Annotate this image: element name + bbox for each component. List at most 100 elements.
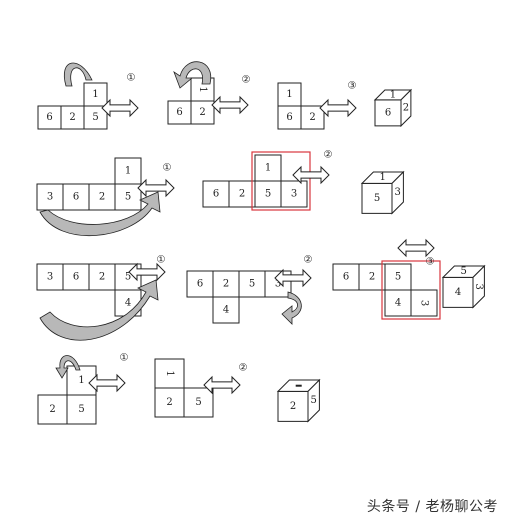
- row3-fold-swoosh: [39, 279, 159, 341]
- row1-arrow-1: [101, 98, 139, 118]
- row2-net-2-label-2: 2: [239, 189, 245, 200]
- row1-net-3: 1 6 2: [277, 82, 325, 130]
- row2-cube-side: [391, 170, 404, 215]
- row1-net-1-label-6: 6: [46, 112, 52, 123]
- row3-net-2-label-2: 2: [223, 279, 229, 290]
- row1-net-2-label-6: 6: [176, 107, 182, 118]
- row3-net-3-label-5: 5: [395, 272, 401, 283]
- row2-cube-side-label: 3: [395, 187, 401, 198]
- row2-cube-top-label: 1: [380, 172, 386, 183]
- row1-net-2-label-1: 1: [197, 86, 208, 92]
- row1-net-1-label-2: 2: [69, 112, 75, 123]
- row1-net-2-face-2: [190, 100, 215, 125]
- row4-net-2-face-2: [154, 387, 185, 418]
- row3-highlight-box: [381, 260, 441, 320]
- row2-arrow-1: [137, 178, 175, 198]
- row3-net-3-label-2: 2: [369, 272, 375, 283]
- row4-arrow-1: [88, 373, 126, 393]
- row3-net-2-face-2: [212, 270, 240, 298]
- row2-net-2-face-2: [228, 180, 256, 208]
- row3-step-label-3: ③: [426, 257, 435, 268]
- row3-cube-front-label: 4: [455, 287, 461, 298]
- row1-net-3-label-6: 6: [286, 112, 292, 123]
- row1-fold-arrow-2: [173, 61, 212, 89]
- row1-cube-side: [400, 88, 412, 128]
- row3-net-3-label-3: 3: [419, 300, 430, 306]
- row2-net-1-face-1: [114, 157, 142, 185]
- row2-net-1-label-2: 2: [99, 192, 105, 203]
- row2-net-1-label-3: 3: [47, 192, 53, 203]
- row2-net-2-label-6: 6: [213, 189, 219, 200]
- row2-arrow-2: [292, 165, 330, 185]
- row3-net-2-label-6: 6: [197, 279, 203, 290]
- row3-net-1-label-2: 2: [99, 272, 105, 283]
- row1-net-1-label-1: 1: [92, 89, 98, 100]
- row3-step-label-1: ①: [157, 255, 166, 266]
- row2-step-label-2: ②: [324, 150, 333, 161]
- row1-cube-front-label: 6: [385, 107, 391, 118]
- row3-arrow-1: [128, 262, 166, 282]
- row4-net-1-face-5: [66, 394, 97, 425]
- row2-net-1-label-6: 6: [73, 192, 79, 203]
- row3-net-3: 6 2 5 4 3: [332, 260, 441, 320]
- row3-net-3-label-4: 4: [395, 298, 401, 309]
- row1-arrow-3: [319, 98, 357, 118]
- row3-net-1-label-5: 5: [125, 272, 131, 283]
- row1-net-1-face-5: [83, 105, 108, 130]
- row3-net-2-face-4: [212, 296, 240, 324]
- watermark: 头条号 / 老杨聊公考: [366, 499, 498, 515]
- row2-highlight-box: [251, 151, 311, 211]
- row1-arrow-2: [211, 95, 249, 115]
- row2-net-2-label-5: 5: [265, 189, 271, 200]
- row2-cube-front-label: 5: [374, 193, 380, 204]
- row2-net-1-label-5: 5: [125, 192, 131, 203]
- row4-cube-side: [307, 378, 320, 423]
- row2-net-2-label-1: 1: [265, 163, 271, 174]
- row2-net-1: 1 3 6 2 5: [36, 157, 142, 211]
- row2-fold-swoosh: [39, 191, 161, 237]
- row3-cube-side: [472, 264, 485, 309]
- row3-net-1-label-3: 3: [47, 272, 53, 283]
- row3-net-3-label-6: 6: [343, 272, 349, 283]
- row1-step-label-3: ③: [348, 81, 357, 92]
- row2-net-1-face-6: [62, 183, 90, 211]
- row3-arrow-3: [397, 238, 435, 258]
- row4-net-1-label-5: 5: [78, 404, 84, 415]
- row3-step-label-2: ②: [304, 255, 313, 266]
- row1-net-3-label-2: 2: [309, 112, 315, 123]
- row3-net-2-label-4: 4: [223, 305, 229, 316]
- row4-net-1-label-1: 1: [78, 375, 84, 386]
- row2-net-2-label-3: 3: [291, 189, 297, 200]
- row2-net-1-label-1: 1: [125, 166, 131, 177]
- row3-net-2-label-3: 3: [275, 279, 281, 290]
- row2-net-2-face-5: [254, 180, 282, 208]
- row3-net-3-face-4: [384, 289, 412, 317]
- row3-net-1-face-6: [62, 263, 90, 291]
- row3-arrow-2: [274, 268, 312, 288]
- row4-net-1: 1 2 5: [37, 365, 97, 425]
- row2-net-1-face-5: [114, 183, 142, 211]
- row1-fold-arrow: [63, 62, 93, 87]
- row4-cube-top-mark: [295, 384, 302, 387]
- row4-net-2-label-5: 5: [195, 397, 201, 408]
- row4-fold-arrow: [55, 355, 81, 379]
- row3-net-3-face-2: [358, 263, 386, 291]
- row1-cube-top-label: 1: [390, 89, 396, 100]
- row3-net-1-label-4: 4: [125, 298, 131, 309]
- row1-net-3-face-2: [300, 105, 325, 130]
- row4-net-1-face-2: [37, 394, 68, 425]
- row3-net-2-face-6: [186, 270, 214, 298]
- row3-net-3-face-3: [410, 289, 438, 317]
- row1-cube: 612: [373, 88, 413, 128]
- row4-cube-side-label: 5: [311, 395, 317, 406]
- row2-cube: 513: [360, 170, 405, 215]
- row1-net-3-label-1: 1: [286, 89, 292, 100]
- row3-net-3-face-5: [384, 263, 412, 291]
- row4-net-1-label-2: 2: [49, 404, 55, 415]
- row4-step-label-2: ②: [239, 363, 248, 374]
